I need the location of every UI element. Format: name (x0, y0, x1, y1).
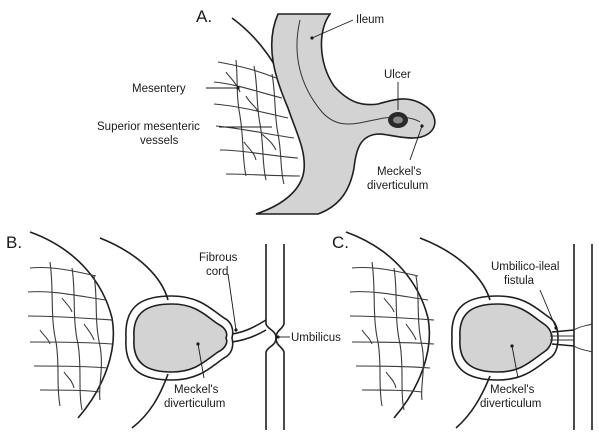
panel-c-letter: C. (332, 233, 349, 252)
panel-b-diverticulum (134, 304, 227, 372)
panel-a-label-mesentery: Mesentery (132, 83, 186, 95)
panel-c-diverticulum (460, 304, 552, 372)
panel-b-abdominal-wall-inner (266, 244, 276, 430)
panel-a-label-meckel-2: diverticulum (367, 180, 428, 192)
panel-a-label-ileum: Ileum (356, 14, 384, 26)
panel-c-label-meckel-1: Meckel's (490, 384, 535, 396)
panel-a-ulcer-crater (393, 117, 403, 124)
panel-b-label-cord-2: cord (206, 266, 228, 278)
panel-b-label-umbilicus: Umbilicus (291, 332, 341, 344)
panel-a: A. (97, 7, 435, 214)
panel-b-letter: B. (6, 233, 22, 252)
panel-a-label-meckel-1: Meckel's (377, 166, 422, 178)
panel-c-fistula-opening-bottom (574, 346, 592, 352)
panel-a-label-vessels-2: vessels (140, 135, 179, 147)
panel-c: C. (332, 232, 592, 430)
panel-c-fistula-bottom (552, 344, 574, 346)
panel-c-label-fistula-1: Umbilico-ileal (491, 261, 559, 273)
panel-b-peritoneum-upper (100, 238, 168, 300)
panel-c-fistula-opening-top (574, 324, 592, 330)
panel-c-label-meckel-2: diverticulum (480, 398, 541, 410)
panel-a-label-vessels-1: Superior mesenteric (97, 121, 200, 133)
panel-b-fibrous-cord-top (232, 320, 266, 334)
panel-b-label-meckel-1: Meckel's (174, 384, 219, 396)
panel-b-peritoneum-lower (132, 374, 168, 428)
panel-b-label-meckel-2: diverticulum (164, 398, 225, 410)
panel-b-label-cord-1: Fibrous (199, 252, 238, 264)
panel-a-label-ulcer: Ulcer (384, 69, 411, 81)
panel-b: B. (6, 232, 341, 430)
panel-a-letter: A. (196, 7, 212, 26)
panel-b-fibrous-cord-bottom (232, 330, 266, 342)
panel-c-peritoneum-upper (420, 238, 490, 300)
panel-c-vessel-network (350, 262, 434, 410)
panel-c-label-fistula-2: fistula (504, 275, 535, 287)
panel-b-vessel-network (28, 262, 112, 410)
panel-c-fistula-top (552, 330, 574, 332)
